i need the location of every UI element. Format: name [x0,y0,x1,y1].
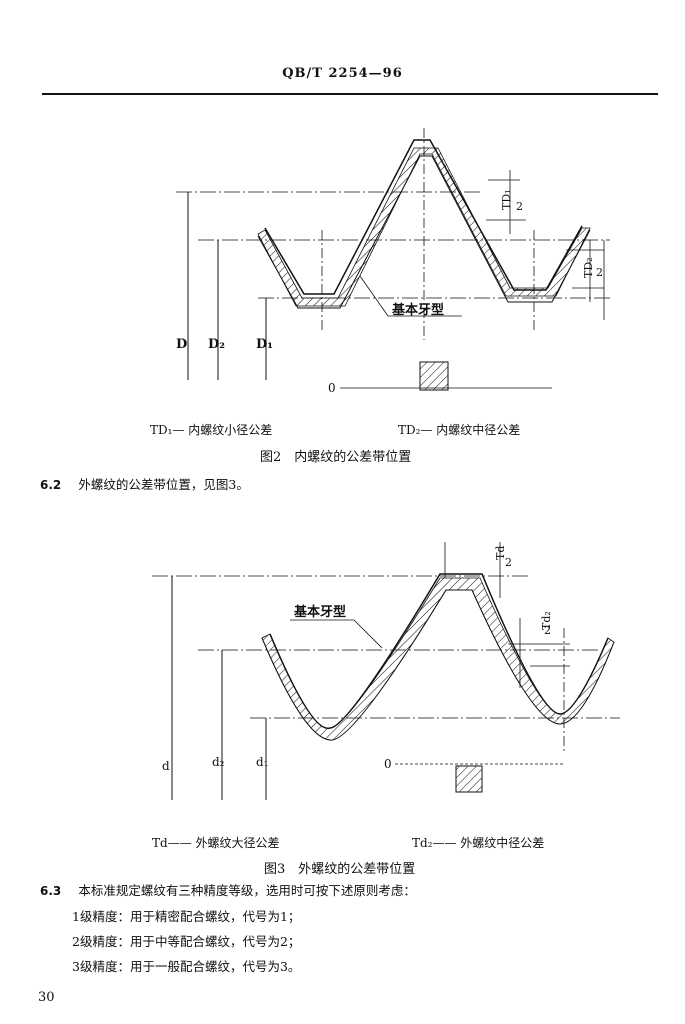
figure-3-external-thread-diagram: Td 2 Td₂ 2 基本牙型 d d₂ d₁ 0 [152,542,620,800]
figure-2-caption: 图2 内螺纹的公差带位置 [260,450,412,465]
figure-2-legend-left: TD₁— 内螺纹小径公差 [150,423,273,437]
td2-den: 2 [544,624,551,637]
td-den: 2 [505,556,512,569]
figure-3-legend-right: Td₂—— 外螺纹中径公差 [412,836,545,850]
tolerance-profile-line [261,589,615,741]
td2-den: 2 [596,266,603,279]
basic-profile-line [269,573,609,730]
basic-profile-line [264,139,583,295]
td2-label: TD₂ [582,257,595,278]
td2-label: Td₂ [540,611,553,630]
label-d2: d₂ [212,755,225,769]
figure-2-internal-thread-diagram: TD₁ 2 TD₂ 2 基本牙型 D D₂ D₁ 0 [176,128,610,395]
section-6-3: 6.3 本标准规定螺纹有三种精度等级，选用时可按下述原则考虑： [40,880,416,899]
label-D2: D₂ [208,337,225,352]
section-number: 6.2 [40,478,62,492]
tolerance-zone-hatch [257,147,591,307]
figure-2-legend-right: TD₂— 内螺纹中径公差 [398,423,521,437]
figure-3-caption: 图3 外螺纹的公差带位置 [264,862,416,877]
tolerance-zone-box [455,765,483,793]
section-number: 6.3 [40,884,62,898]
label-D: D [176,337,187,352]
td1-label: TD₁ [500,189,513,210]
label-D1: D₁ [256,337,273,352]
header-rule [42,93,658,95]
tolerance-profile-line [257,155,591,309]
precision-item-3: 3级精度：用于一般配合螺纹，代号为3。 [72,959,301,974]
page-number: 30 [38,990,55,1005]
precision-item-2: 2级精度：用于中等配合螺纹，代号为2； [72,934,301,949]
section-text: 外螺纹的公差带位置，见图3。 [78,477,249,492]
page-header: QB/T 2254—96 [282,66,403,81]
label-zero: 0 [384,757,392,771]
basic-profile-label: 基本牙型 [391,302,444,318]
tolerance-zone-box [419,361,449,391]
section-6-2: 6.2 外螺纹的公差带位置，见图3。 [40,474,249,493]
figure-3-legend-left: Td—— 外螺纹大径公差 [152,836,280,850]
section-text: 本标准规定螺纹有三种精度等级，选用时可按下述原则考虑： [78,883,416,898]
label-d1: d₁ [256,755,269,769]
basic-profile-label: 基本牙型 [293,604,346,620]
td1-den: 2 [516,200,523,213]
td-label: Td [494,546,507,560]
precision-item-1: 1级精度：用于精密配合螺纹，代号为1； [72,909,301,924]
label-d: d [162,759,170,773]
label-zero: 0 [328,381,336,395]
